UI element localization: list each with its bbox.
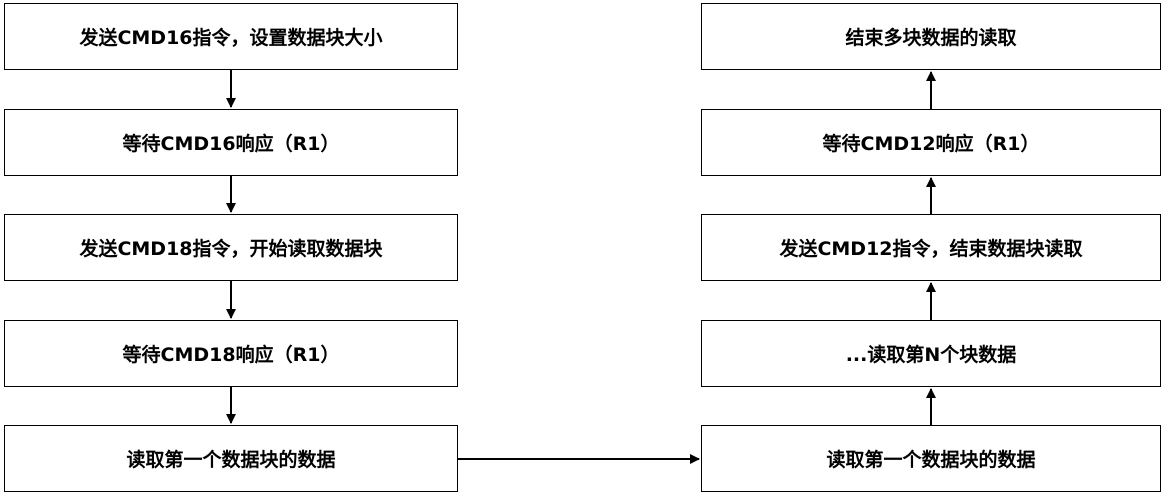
- step-label: 等待CMD16响应（R1）: [122, 133, 340, 155]
- step-read-first-block-left: 读取第一个数据块的数据: [4, 425, 458, 492]
- step-label: 读取第一个数据块的数据: [826, 449, 1036, 471]
- step-send-cmd12: 发送CMD12指令，结束数据块读取: [701, 214, 1161, 281]
- step-label: 发送CMD18指令，开始读取数据块: [79, 238, 383, 260]
- step-wait-cmd18-response: 等待CMD18响应（R1）: [4, 320, 458, 387]
- step-label: 结束多块数据的读取: [845, 27, 1017, 49]
- step-read-nth-block: ...读取第N个块数据: [701, 320, 1161, 387]
- step-send-cmd18: 发送CMD18指令，开始读取数据块: [4, 214, 458, 281]
- step-end-multiblock-read: 结束多块数据的读取: [701, 3, 1161, 70]
- step-label: 发送CMD12指令，结束数据块读取: [779, 238, 1083, 260]
- step-wait-cmd16-response: 等待CMD16响应（R1）: [4, 109, 458, 176]
- step-label: 发送CMD16指令，设置数据块大小: [79, 27, 383, 49]
- step-label: ...读取第N个块数据: [845, 344, 1017, 366]
- step-label: 读取第一个数据块的数据: [126, 449, 336, 471]
- step-send-cmd16: 发送CMD16指令，设置数据块大小: [4, 3, 458, 70]
- step-read-first-block-right: 读取第一个数据块的数据: [701, 425, 1161, 492]
- step-label: 等待CMD18响应（R1）: [122, 344, 340, 366]
- step-label: 等待CMD12响应（R1）: [822, 133, 1040, 155]
- step-wait-cmd12-response: 等待CMD12响应（R1）: [701, 109, 1161, 176]
